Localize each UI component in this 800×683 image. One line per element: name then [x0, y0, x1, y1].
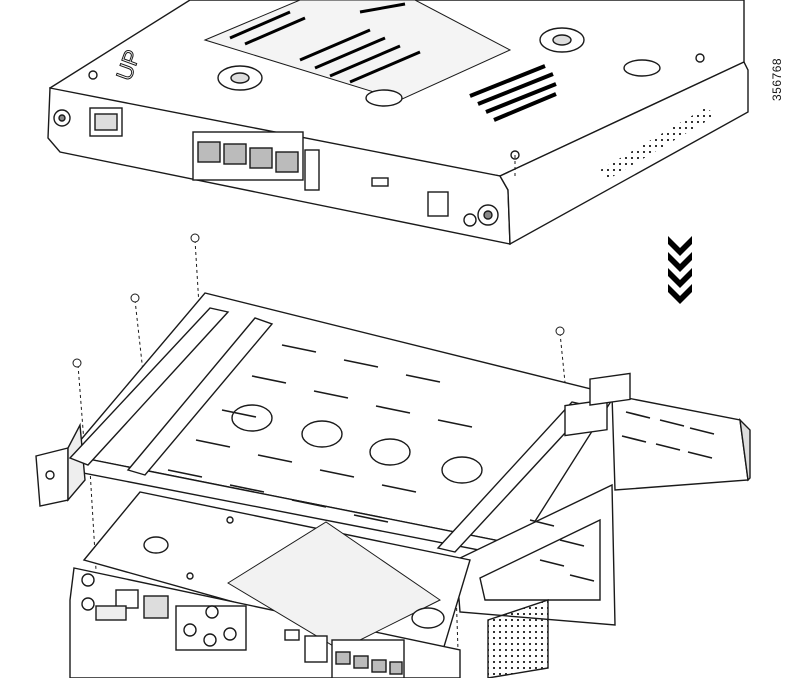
console-port [115, 589, 139, 609]
usb-port [371, 177, 389, 187]
figure-id-text: 356768 [770, 57, 784, 101]
down-arrow-indicator [664, 232, 696, 302]
down-chevrons-icon [668, 236, 692, 304]
tray-slot-rows [167, 344, 715, 582]
barcode-label [469, 64, 557, 122]
router-device-top [47, 0, 749, 246]
figure-id: 356768 [752, 55, 792, 101]
antenna-connector [81, 573, 95, 587]
mounting-bracket-tray [35, 292, 751, 626]
ethernet-port [304, 635, 328, 663]
power-connector [427, 191, 449, 217]
label-text-lines [229, 2, 421, 84]
bracket-slots [231, 404, 483, 484]
router-device-bottom [69, 491, 549, 679]
